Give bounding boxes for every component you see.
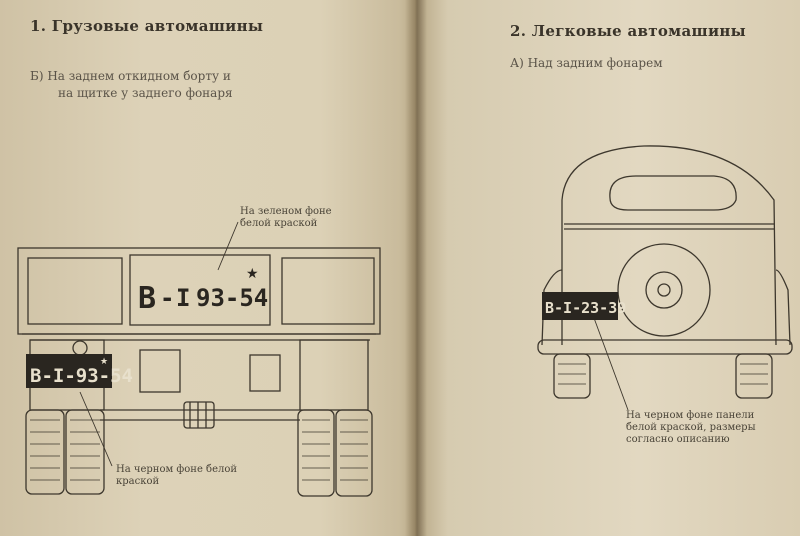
car-plate-text: B-I-23-39	[545, 299, 626, 317]
truck-small-plate-text: B-I-93-54	[30, 365, 133, 387]
truck-subtext-line2: на щитке у заднего фонаря	[58, 86, 233, 100]
truck-subtext-line1: Б) На заднем откидном борту и	[30, 69, 231, 83]
car-bumper	[537, 339, 793, 355]
left-page: 1. Грузовые автомашины Б) На заднем отки…	[17, 17, 381, 497]
car-caption-line3: согласно описанию	[626, 434, 730, 445]
right-page: 2. Легковые автомашины А) Над задним фон…	[414, 0, 800, 536]
car-rear-window	[609, 175, 737, 211]
truck-large-plate-dash: -	[160, 284, 174, 312]
book-gutter	[405, 0, 427, 536]
car-spare-wheel	[617, 243, 711, 337]
car-rear-drawing: B-I-23-39	[537, 145, 793, 411]
truck-caption-bottom-line1: На черном фоне белой	[116, 464, 238, 475]
truck-large-plate-digit: I	[176, 284, 190, 312]
truck-plate-star-icon: ★	[246, 266, 259, 282]
car-plate: B-I-23-39	[542, 292, 626, 320]
truck-caption-bottom-line2: краской	[116, 476, 160, 487]
truck-section-heading: 1. Грузовые автомашины	[30, 17, 264, 35]
car-body	[561, 145, 777, 346]
car-caption-line1: На черном фоне панели	[626, 410, 755, 421]
car-subtext: А) Над задним фонарем	[510, 56, 663, 70]
truck-rear-drawing: B - I 93-54 ★ B-I-93-54 ★	[17, 221, 381, 497]
truck-caption-top-line1: На зеленом фоне	[240, 206, 332, 217]
truck-large-plate: B - I 93-54 ★	[138, 266, 268, 316]
truck-large-plate-frame	[129, 254, 271, 326]
car-caption-line2: белой краской, размеры	[626, 422, 756, 433]
truck-caption-top-line2: белой краской	[240, 218, 318, 229]
car-section-heading: 2. Легковые автомашины	[510, 22, 746, 40]
truck-large-plate-series: B	[138, 281, 156, 316]
truck-small-plate-star-icon: ★	[100, 357, 108, 367]
truck-small-plate: B-I-93-54 ★	[26, 354, 133, 388]
truck-large-plate-number: 93-54	[196, 284, 268, 312]
